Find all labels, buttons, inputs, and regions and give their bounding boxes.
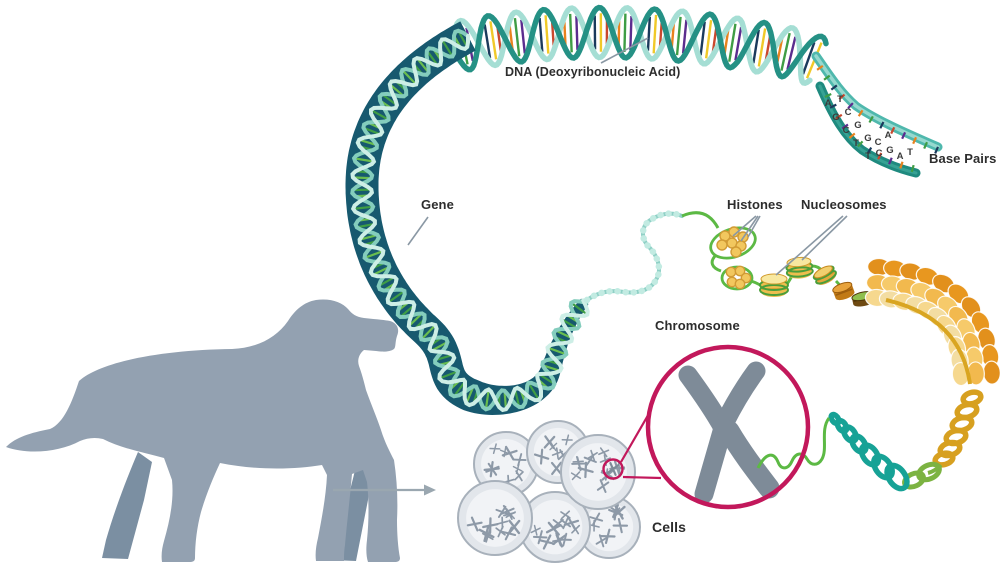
- condensing-coils: [828, 389, 984, 492]
- base-pair-ladder: A T G C C G T G C A T C G A T: [811, 51, 943, 178]
- callout-cone-line-bottom: [622, 475, 662, 480]
- ladder-strand-top: [811, 51, 943, 152]
- svg-text:G: G: [854, 120, 861, 131]
- svg-text:G: G: [832, 112, 839, 123]
- nucleosome-discs: [759, 256, 875, 307]
- gene-label: Gene: [421, 197, 454, 212]
- dog-to-cells-arrow: [333, 484, 436, 496]
- nucleosomes-pointer-line-1: [775, 215, 844, 276]
- histones-label: Histones: [727, 197, 783, 212]
- arrowhead: [424, 484, 436, 496]
- svg-text:T: T: [837, 94, 843, 105]
- cell: [560, 434, 636, 510]
- svg-text:T: T: [907, 147, 913, 158]
- svg-text:A: A: [897, 151, 904, 162]
- unwound-strand: [583, 210, 686, 304]
- cell-cluster: [457, 420, 641, 563]
- dna-pointer-line: [600, 37, 649, 64]
- histones-pointer-line-1: [732, 215, 757, 237]
- base-pair-letters: A T G C C G T G C A T C G A T: [825, 94, 914, 162]
- chromatin-thread: [681, 211, 875, 307]
- chromatin-gold-edge: [885, 298, 972, 385]
- svg-text:C: C: [876, 148, 883, 159]
- svg-text:G: G: [864, 133, 871, 144]
- gene-pointer-line: [407, 216, 429, 246]
- pointer-lines: [407, 37, 848, 276]
- chromosome-label: Chromosome: [655, 318, 740, 333]
- dog-silhouette: [6, 299, 400, 562]
- histone-balls: [716, 226, 752, 290]
- base-pairs-label: Base Pairs: [929, 151, 997, 166]
- svg-text:A: A: [885, 130, 892, 141]
- nucleosomes-pointer-line-2: [801, 215, 848, 261]
- cell: [519, 491, 591, 563]
- histones-pointer-line-2: [740, 215, 759, 242]
- cells-label: Cells: [652, 519, 686, 535]
- svg-text:A: A: [825, 98, 832, 109]
- coil-connector: [927, 463, 943, 475]
- svg-text:G: G: [886, 145, 893, 156]
- cell: [457, 480, 533, 556]
- cell: [473, 431, 539, 497]
- dog-body: [6, 299, 400, 562]
- svg-text:T: T: [865, 151, 871, 162]
- ladder-strand-top-highlight: [814, 54, 940, 149]
- dog-far-rear-leg: [102, 452, 152, 559]
- condensed-chromatin-stack: [864, 257, 1000, 387]
- svg-text:C: C: [875, 137, 882, 148]
- callout-small-circle: [602, 458, 624, 480]
- svg-text:C: C: [843, 125, 850, 136]
- histones-pointer-line-3: [747, 215, 761, 238]
- chromosome-x-shape: [678, 361, 780, 504]
- callout-large-circle: [645, 344, 811, 510]
- svg-text:C: C: [845, 107, 852, 118]
- svg-text:T: T: [853, 138, 859, 149]
- base-pair-ticks: [816, 64, 939, 173]
- dna-label: DNA (Deoxyribonucleic Acid): [505, 65, 681, 79]
- gene-dna-band: [345, 21, 590, 416]
- cell: [577, 495, 641, 559]
- dna-squiggle-from-chromosome: [756, 417, 831, 470]
- dna-double-helix: [449, 4, 829, 87]
- chromosome-callout: [602, 344, 831, 510]
- nucleosomes-label: Nucleosomes: [801, 197, 887, 212]
